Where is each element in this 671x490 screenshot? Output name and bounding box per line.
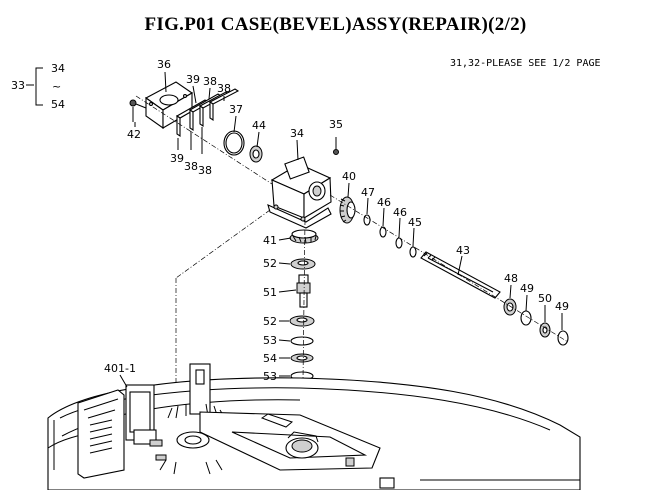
cover-plate-36 xyxy=(144,81,194,130)
seal-50 xyxy=(539,322,551,338)
callout-37: 37 xyxy=(229,103,243,116)
plug-35 xyxy=(333,137,339,155)
figure-title: FIG.P01 CASE(BEVEL)ASSY(REPAIR)(2/2) xyxy=(144,14,527,35)
callout-39-upper: 39 xyxy=(186,73,200,86)
callout-46-a: 46 xyxy=(377,196,391,209)
bearing-44 xyxy=(249,145,263,163)
reference-note: 31,32-PLEASE SEE 1/2 PAGE xyxy=(450,58,601,69)
callout-51: 51 xyxy=(263,286,277,299)
callout-33-to: 54 xyxy=(51,98,65,111)
callout-52-upper: 52 xyxy=(263,257,277,270)
callout-41: 41 xyxy=(263,234,277,247)
callout-39-lower: 39 xyxy=(170,152,184,165)
callout-labels: 36 42 39 38 38 37 39 38 38 44 34 35 40 4… xyxy=(104,58,569,383)
callout-42: 42 xyxy=(127,128,141,141)
callout-40: 40 xyxy=(342,170,356,183)
callout-35: 35 xyxy=(329,118,343,131)
bolt-42 xyxy=(129,99,147,122)
callout-45: 45 xyxy=(408,216,422,229)
callout-52-lower: 52 xyxy=(263,315,277,328)
callout-33-tilde: ~ xyxy=(52,80,61,93)
callout-44: 44 xyxy=(252,119,266,132)
callout-33-from: 34 xyxy=(51,62,65,75)
callout-53-upper: 53 xyxy=(263,334,277,347)
bearing-52-lower xyxy=(289,315,315,327)
callout-50: 50 xyxy=(538,292,552,305)
bevel-gear-40 xyxy=(339,196,356,224)
callout-54: 54 xyxy=(263,352,277,365)
callout-38-lower-a: 38 xyxy=(184,160,198,173)
callout-38-upper-b: 38 xyxy=(217,82,231,95)
bearing-52-upper xyxy=(290,258,316,270)
bevel-case-34 xyxy=(267,156,332,229)
shaft-small-parts-45-47 xyxy=(363,214,417,258)
deck-assembly-401-1 xyxy=(47,363,581,490)
spacer-54 xyxy=(290,353,314,363)
callout-49-upper: 49 xyxy=(520,282,534,295)
callout-48: 48 xyxy=(504,272,518,285)
callout-38-lower-b: 38 xyxy=(198,164,212,177)
callout-53-lower: 53 xyxy=(263,370,277,383)
callout-36: 36 xyxy=(157,58,171,71)
snap-ring-53-upper xyxy=(290,336,314,346)
callout-401-1: 401-1 xyxy=(104,362,136,375)
callout-33: 33 xyxy=(11,79,25,92)
gasket-set-38-39 xyxy=(175,88,240,138)
callout-34: 34 xyxy=(290,127,304,140)
callout-leaders xyxy=(119,71,563,388)
group-bracket-33: 33 34 ~ 54 xyxy=(11,62,65,111)
callout-38-upper-a: 38 xyxy=(203,75,217,88)
o-ring-37 xyxy=(223,130,245,156)
callout-43: 43 xyxy=(456,244,470,257)
bevel-gear-41 xyxy=(289,229,319,244)
snap-ring-49-lower xyxy=(557,330,569,346)
callout-46-b: 46 xyxy=(393,206,407,219)
pinion-shaft-51 xyxy=(296,274,311,308)
callout-49-lower: 49 xyxy=(555,300,569,313)
callout-47: 47 xyxy=(361,186,375,199)
bearing-48 xyxy=(503,298,517,316)
